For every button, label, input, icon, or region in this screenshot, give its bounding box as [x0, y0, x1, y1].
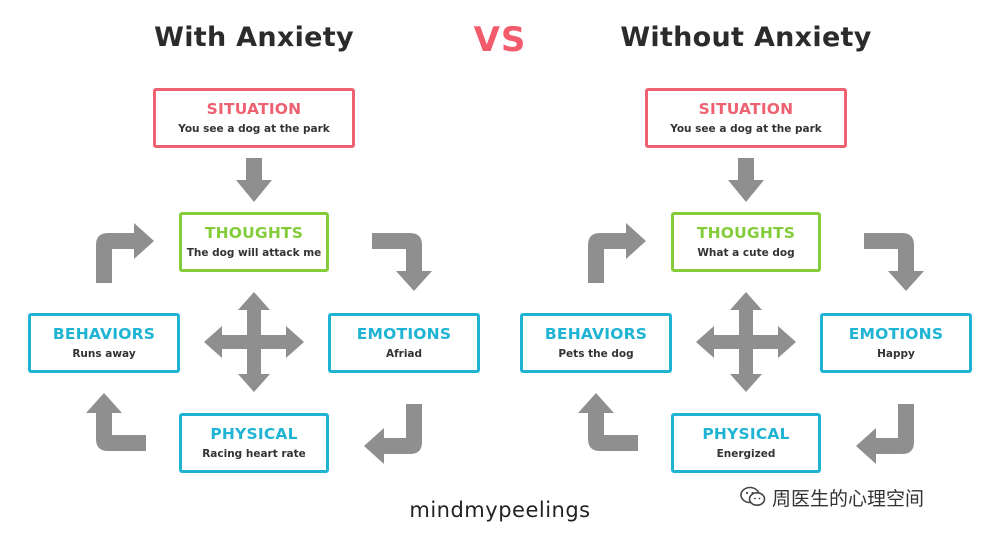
curved-arrow-icon: [364, 404, 422, 464]
physical-label: PHYSICAL: [702, 425, 790, 443]
situation-text: You see a dog at the park: [670, 123, 822, 135]
curved-arrow-icon: [96, 223, 154, 283]
situation-label: SITUATION: [698, 100, 794, 118]
curved-arrow-icon: [578, 393, 638, 451]
right-emotions-box: EMOTIONS Happy: [820, 313, 972, 373]
behaviors-label: BEHAVIORS: [544, 325, 648, 343]
down-arrow-icon: [728, 158, 764, 202]
emotions-label: EMOTIONS: [356, 325, 452, 343]
curved-arrow-icon: [864, 233, 924, 291]
emotions-text: Afriad: [385, 348, 423, 360]
right-physical-box: PHYSICAL Energized: [671, 413, 821, 473]
right-behaviors-box: BEHAVIORS Pets the dog: [520, 313, 672, 373]
curved-arrow-icon: [86, 393, 146, 451]
left-thoughts-box: THOUGHTS The dog will attack me: [179, 212, 329, 272]
left-physical-box: PHYSICAL Racing heart rate: [179, 413, 329, 473]
watermark: 周医生的心理空间: [740, 484, 924, 510]
right-title: Without Anxiety: [620, 22, 872, 53]
thoughts-label: THOUGHTS: [696, 224, 796, 242]
physical-text: Racing heart rate: [202, 448, 306, 460]
wechat-icon: [740, 486, 766, 506]
behaviors-label: BEHAVIORS: [52, 325, 156, 343]
thoughts-label: THOUGHTS: [204, 224, 304, 242]
watermark-text: 周医生的心理空间: [772, 487, 925, 510]
behaviors-text: Pets the dog: [558, 348, 634, 360]
physical-label: PHYSICAL: [210, 425, 298, 443]
left-emotions-box: EMOTIONS Afriad: [328, 313, 480, 373]
vs-label: VS: [473, 20, 527, 60]
emotions-label: EMOTIONS: [848, 325, 944, 343]
curved-arrow-icon: [856, 404, 914, 464]
situation-label: SITUATION: [206, 100, 302, 118]
behaviors-text: Runs away: [72, 348, 136, 360]
four-way-arrow-icon: [696, 292, 796, 392]
physical-text: Energized: [716, 448, 776, 460]
emotions-text: Happy: [877, 348, 915, 360]
brand-footer: mindmypeelings: [409, 498, 591, 522]
left-situation-box: SITUATION You see a dog at the park: [153, 88, 355, 148]
right-situation-box: SITUATION You see a dog at the park: [645, 88, 847, 148]
down-arrow-icon: [236, 158, 272, 202]
thoughts-text: What a cute dog: [697, 247, 795, 259]
right-thoughts-box: THOUGHTS What a cute dog: [671, 212, 821, 272]
thoughts-text: The dog will attack me: [186, 247, 322, 259]
curved-arrow-icon: [372, 233, 432, 291]
left-behaviors-box: BEHAVIORS Runs away: [28, 313, 180, 373]
curved-arrow-icon: [588, 223, 646, 283]
situation-text: You see a dog at the park: [178, 123, 330, 135]
left-title: With Anxiety: [154, 22, 354, 53]
four-way-arrow-icon: [204, 292, 304, 392]
